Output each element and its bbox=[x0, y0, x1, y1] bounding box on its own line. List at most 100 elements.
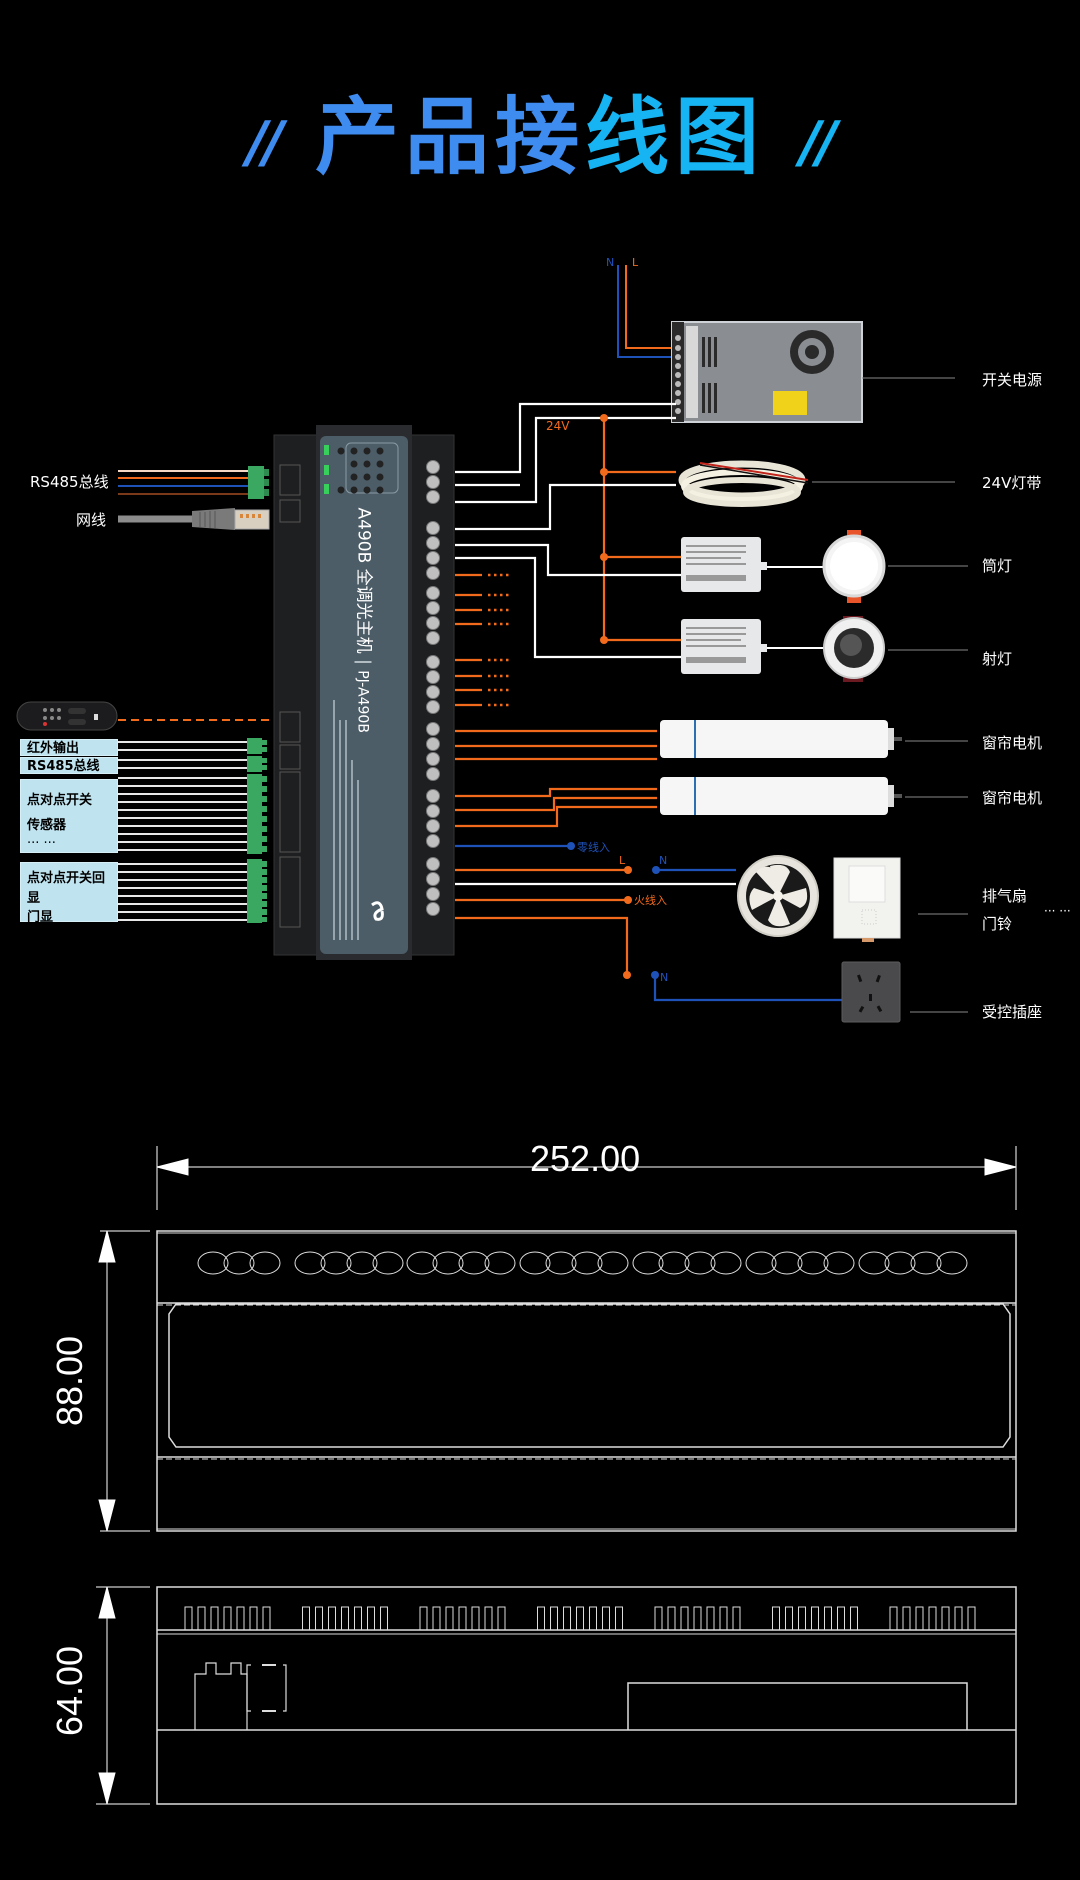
front-view-outline bbox=[156, 1230, 1017, 1532]
device-label-downlight: 筒灯 bbox=[982, 557, 1013, 575]
left-input-wires bbox=[118, 741, 248, 921]
doorbell-image bbox=[833, 857, 901, 942]
controller-model-code: PJ-A490B bbox=[354, 670, 371, 733]
rs485-terminal-block bbox=[248, 466, 269, 499]
front-terminal-group bbox=[745, 1251, 855, 1275]
side-teeth-group bbox=[184, 1606, 271, 1631]
mains-L-label: L bbox=[632, 256, 639, 269]
fan-live-wire bbox=[455, 866, 632, 874]
network-cable-label: 网线 bbox=[76, 511, 107, 529]
title-text-part2: 线图 bbox=[585, 88, 766, 186]
side-teeth-group bbox=[302, 1606, 388, 1631]
terminal-screw bbox=[426, 521, 440, 535]
terminal-screw bbox=[426, 767, 440, 781]
terminal-screw bbox=[426, 752, 440, 766]
exhaust-fan-image bbox=[737, 855, 819, 937]
front-terminal-group bbox=[294, 1251, 404, 1275]
pwm-output-stubs bbox=[455, 573, 512, 707]
voltage-label: 24V bbox=[546, 419, 570, 433]
dimension-drawing bbox=[96, 1146, 1017, 1805]
terminal-screw bbox=[426, 819, 440, 833]
depth-dimension-line bbox=[96, 1586, 150, 1805]
label-box-rs485: RS485总线 bbox=[20, 757, 118, 774]
device-label-led-strip: 24V灯带 bbox=[982, 474, 1042, 492]
height-dimension-line bbox=[98, 1230, 150, 1532]
terminal-screw bbox=[426, 685, 440, 699]
network-cable-image bbox=[118, 508, 270, 530]
label-rs485: RS485总线 bbox=[27, 759, 100, 774]
terminal-screw bbox=[426, 536, 440, 550]
side-view-terminal-teeth bbox=[184, 1606, 976, 1631]
socket-neutral-wire bbox=[651, 971, 842, 1002]
left-terminal-blocks bbox=[247, 738, 267, 923]
side-teeth-group bbox=[889, 1606, 976, 1631]
fan-L-label: L bbox=[619, 854, 626, 867]
label-p2p-switch: 点对点开关 bbox=[27, 793, 93, 808]
device-label-spotlight: 射灯 bbox=[982, 650, 1013, 668]
terminal-screw bbox=[426, 700, 440, 714]
side-teeth-group bbox=[772, 1606, 858, 1631]
title-text-part1: 产品接 bbox=[314, 88, 585, 186]
label-box-ir-output: 红外输出 bbox=[20, 739, 118, 756]
device-label-controlled-socket: 受控插座 bbox=[982, 1003, 1043, 1021]
ir-remote-image bbox=[16, 701, 118, 731]
side-teeth-group bbox=[654, 1606, 741, 1631]
label-p2p-feedback: 点对点开关回显 bbox=[27, 871, 106, 906]
power-supply-image bbox=[671, 321, 863, 423]
label-more-2: ··· ··· bbox=[27, 925, 56, 940]
label-box-feedback: 点对点开关回显 门显 ··· ··· bbox=[20, 862, 118, 939]
terminal-screw bbox=[426, 655, 440, 669]
front-view-terminals bbox=[197, 1251, 968, 1275]
depth-dimension-value: 64.00 bbox=[49, 1645, 90, 1737]
terminal-screw bbox=[426, 670, 440, 684]
label-more-1: ··· ··· bbox=[27, 836, 56, 851]
width-dimension-line bbox=[156, 1146, 1017, 1210]
terminal-screw bbox=[426, 789, 440, 803]
live-in-wire bbox=[455, 896, 632, 904]
terminal-screw bbox=[426, 834, 440, 848]
terminal-screw bbox=[426, 566, 440, 580]
dimming-signal-wires bbox=[455, 483, 682, 659]
terminal-screw bbox=[426, 804, 440, 818]
led-strip-image bbox=[678, 460, 809, 507]
label-box-switch-sensor: 点对点开关 传感器 ··· ··· bbox=[20, 779, 118, 853]
rs485-bus-label: RS485总线 bbox=[30, 473, 109, 491]
terminal-screw bbox=[426, 616, 440, 630]
side-teeth-group bbox=[537, 1606, 623, 1631]
curtain-motor-wires bbox=[455, 729, 657, 828]
terminal-screw bbox=[426, 887, 440, 901]
side-view-outline bbox=[156, 1586, 1017, 1805]
terminal-screw bbox=[426, 872, 440, 886]
front-terminal-group bbox=[197, 1251, 281, 1275]
controller-label-area: A490B 全调光主机 | PJ-A490B bbox=[353, 507, 374, 733]
title-left-deco: // bbox=[246, 110, 284, 176]
terminal-screw bbox=[426, 857, 440, 871]
terminal-screw bbox=[426, 551, 440, 565]
neutral-in-label: 零线入 bbox=[577, 840, 610, 854]
front-terminal-group bbox=[406, 1251, 516, 1275]
24v-bus bbox=[600, 414, 682, 644]
downlight-driver-image bbox=[681, 537, 767, 592]
mains-input-wires bbox=[617, 265, 676, 358]
curtain-motor-2-image bbox=[660, 777, 902, 815]
socket-live-wire bbox=[455, 916, 631, 979]
label-door-display: 门显 bbox=[27, 910, 54, 925]
terminal-screw bbox=[426, 601, 440, 615]
width-dimension-value: 252.00 bbox=[530, 1138, 641, 1179]
terminal-screw bbox=[426, 737, 440, 751]
spotlight-image bbox=[823, 616, 885, 682]
front-terminal-group bbox=[519, 1251, 629, 1275]
device-label-power-supply: 开关电源 bbox=[982, 371, 1043, 389]
device-more-indicator: ··· ··· bbox=[1044, 904, 1071, 918]
label-ir-output: 红外输出 bbox=[27, 741, 80, 756]
rs485-wires bbox=[118, 470, 250, 495]
height-dimension-value: 88.00 bbox=[49, 1335, 90, 1427]
live-in-label: 火线入 bbox=[634, 893, 667, 907]
terminal-screw bbox=[426, 586, 440, 600]
device-label-curtain-motor-2: 窗帘电机 bbox=[982, 789, 1043, 807]
downlight-image bbox=[822, 530, 886, 603]
spotlight-driver-image bbox=[681, 619, 767, 674]
device-label-curtain-motor-1: 窗帘电机 bbox=[982, 734, 1043, 752]
mains-N-label: N bbox=[606, 256, 615, 269]
terminal-screw bbox=[426, 460, 440, 474]
